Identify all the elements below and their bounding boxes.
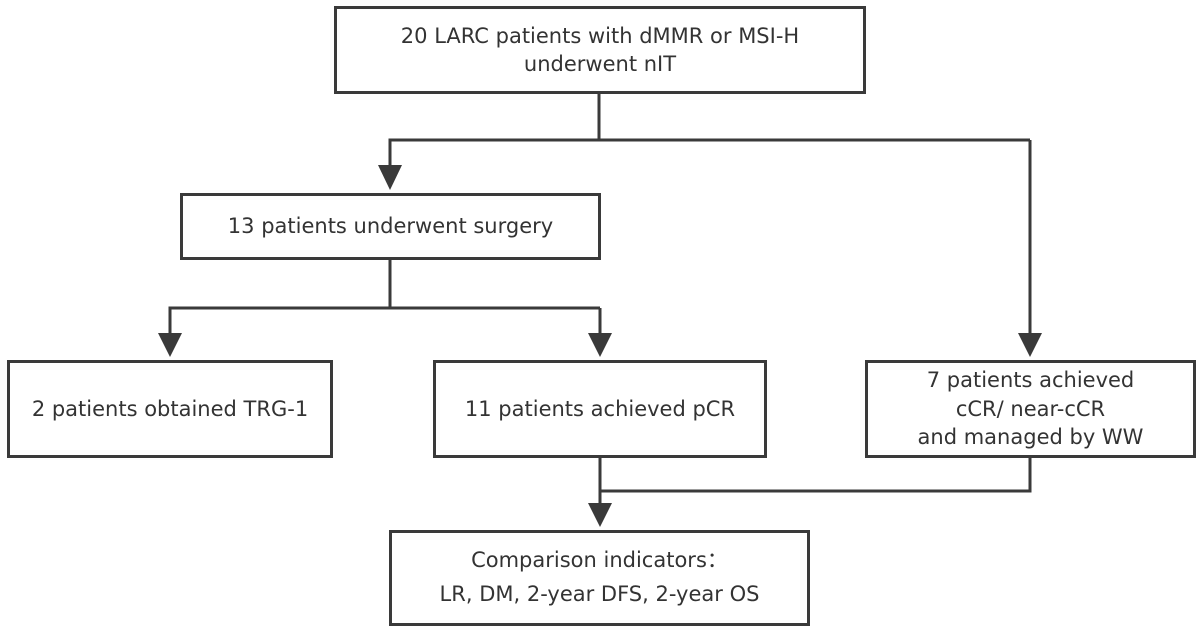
comparison-node-line1: Comparison indicators： (471, 548, 728, 573)
arrowhead-ww (1018, 333, 1042, 357)
start-node-line1: 20 LARC patients with dMMR or MSI-H (400, 23, 800, 48)
start-node-box: 20 LARC patients with dMMR or MSI-H unde… (334, 6, 866, 94)
ww-node-line2: cCR/ near-cCR (955, 396, 1106, 421)
arrowhead-pcr (588, 333, 612, 357)
ww-node-line1: 7 patients achieved (926, 368, 1135, 393)
start-node-line2: underwent nIT (523, 52, 677, 76)
surgery-node-label: 13 patients underwent surgery (227, 214, 554, 239)
arrowhead-comparison (588, 503, 612, 527)
arrow-start-to-surgery (388, 138, 599, 165)
comparison-node-line2: LR, DM, 2-year DFS, 2-year OS (439, 582, 760, 606)
trg1-node-label: 2 patients obtained TRG-1 (31, 396, 309, 421)
arrow-surgery-to-trg1 (168, 306, 390, 335)
arrowhead-surgery (378, 165, 402, 190)
connector-surgery-split (388, 260, 600, 310)
ww-node-box: 7 patients achieved cCR/ near-cCR and ma… (865, 360, 1196, 458)
connector-start-split (597, 94, 1030, 142)
surgery-node-box: 13 patients underwent surgery (180, 193, 601, 260)
pcr-node-label: 11 patients achieved pCR (464, 396, 736, 421)
connector-ww-to-comparison (600, 458, 1032, 493)
arrowhead-trg1 (158, 333, 182, 357)
pcr-node-box: 11 patients achieved pCR (433, 360, 767, 458)
trg1-node-box: 2 patients obtained TRG-1 (7, 360, 333, 458)
comparison-node-box: Comparison indicators： LR, DM, 2-year DF… (389, 530, 810, 626)
ww-node-line3: and managed by WW (917, 425, 1144, 450)
